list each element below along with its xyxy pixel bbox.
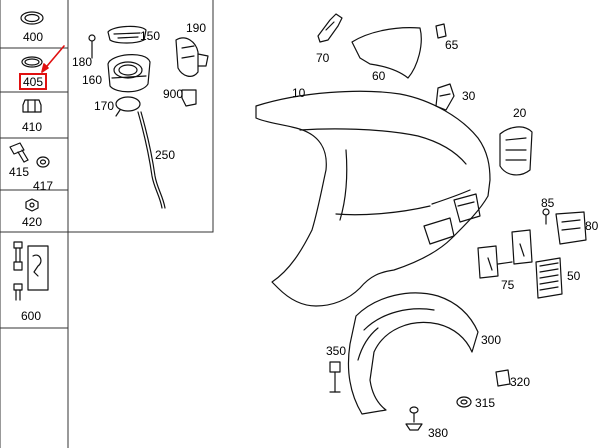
brackets-75 [477,229,533,279]
part-label-420: 420 [22,215,43,229]
selection-highlight [19,73,47,90]
hex-nut-icon [25,198,39,212]
bolt-icon [9,142,29,163]
part-label-300[interactable]: 300 [481,333,502,347]
quarter-panel-10 [255,90,491,307]
bolt-350 [329,361,341,393]
fuel-door-bracket [107,25,147,44]
part-label-160[interactable]: 160 [82,73,103,87]
part-label-10[interactable]: 10 [292,86,306,100]
actuator-900 [181,89,197,107]
part-label-65[interactable]: 65 [445,38,459,52]
selection-arrow [41,45,65,73]
part-label-50[interactable]: 50 [567,269,581,283]
fuel-flap [175,37,209,77]
part-label-30[interactable]: 30 [462,89,476,103]
sidebar-item-415[interactable] [0,138,34,190]
part-label-250[interactable]: 250 [155,148,176,162]
part-label-315[interactable]: 315 [475,396,496,410]
part-label-180[interactable]: 180 [72,55,93,69]
vent-grille-50 [535,257,563,299]
clip-320 [495,369,511,387]
clip-65 [435,23,447,39]
ring-170 [115,96,141,117]
part-label-600: 600 [21,309,42,323]
part-label-75[interactable]: 75 [501,278,515,292]
part-label-320[interactable]: 320 [510,375,531,389]
nut-315 [456,396,472,408]
drain-hose-250 [137,111,166,209]
part-label-70[interactable]: 70 [316,51,330,65]
panel-60 [351,27,422,79]
nut-icon [22,99,42,113]
part-label-417: 417 [33,179,54,193]
part-label-20[interactable]: 20 [513,106,527,120]
part-label-415: 415 [9,165,30,179]
screw-180 [88,34,96,59]
part-label-410: 410 [22,120,43,134]
fuel-filler-housing [107,54,151,93]
part-label-400: 400 [23,30,44,44]
sidebar-grid [0,0,214,448]
ring-seal-icon [21,56,43,68]
wheel-arch-liner-300 [347,292,479,415]
part-label-170[interactable]: 170 [94,99,115,113]
part-label-60[interactable]: 60 [372,69,386,83]
part-label-350[interactable]: 350 [326,344,347,358]
part-label-405: 405 [23,75,44,89]
part-label-380[interactable]: 380 [428,426,449,440]
part-label-190[interactable]: 190 [186,21,207,35]
ring-seal-icon [20,11,44,25]
washer-icon [36,156,50,168]
part-label-85[interactable]: 85 [541,196,555,210]
part-label-900[interactable]: 900 [163,87,184,101]
screw-85 [542,208,550,225]
part-label-80[interactable]: 80 [585,219,599,233]
push-pin-380 [405,406,423,431]
bracket-30 [435,83,455,111]
bolt-set-icon [13,241,49,301]
trim-strip-70 [317,13,343,43]
liner-20 [499,126,533,176]
part-label-150[interactable]: 150 [140,29,161,43]
module-80 [555,211,587,245]
